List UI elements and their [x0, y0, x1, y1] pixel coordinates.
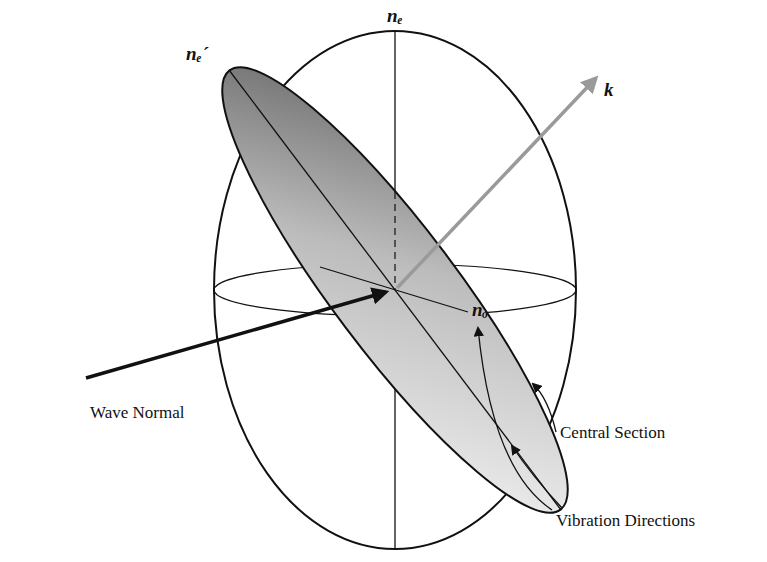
axis-label: nₒ: [472, 300, 488, 321]
callout-label: Vibration Directions: [556, 512, 695, 531]
callout-label: Central Section: [560, 424, 665, 443]
axis-label: nₑ: [387, 6, 403, 27]
axis-label: nₑ´: [186, 44, 208, 65]
callout-label: Wave Normal: [90, 404, 184, 423]
vector-label: k: [604, 80, 614, 101]
